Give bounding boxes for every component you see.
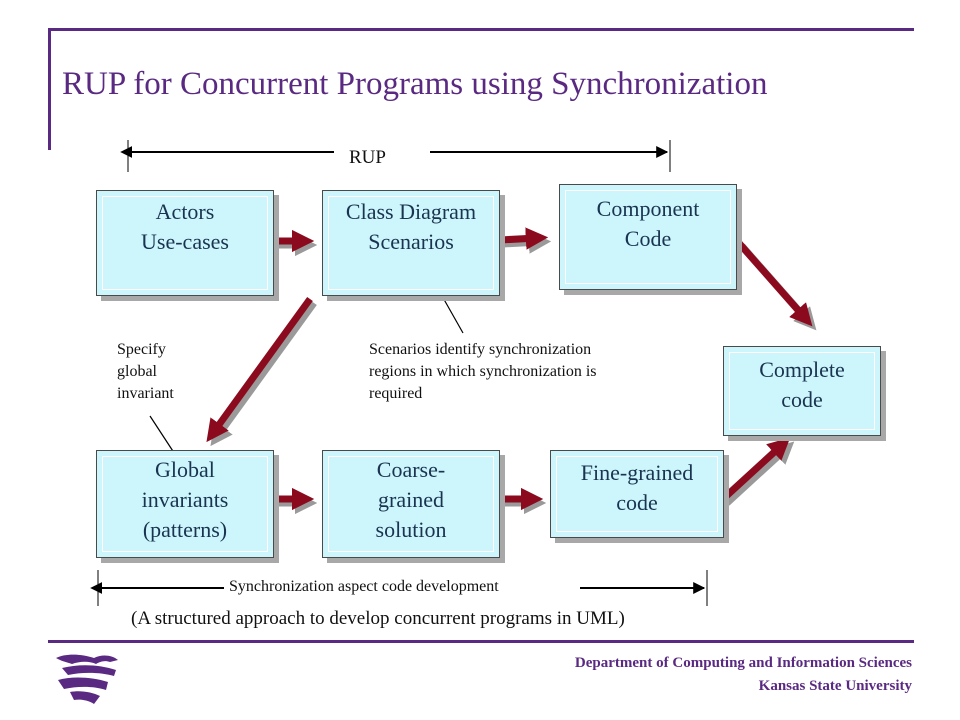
caption: (A structured approach to develop concur… [131,608,625,629]
component-box: Component Code [559,184,737,290]
complete-box: Complete code [723,346,881,436]
rup-label: RUP [349,147,386,168]
class-diagram-label: Class Diagram Scenarios [345,199,477,254]
top-decorative-line [48,28,914,31]
fine-grained-box: Fine-grained code [550,450,724,538]
global-invariants-box: Global invariants (patterns) [96,450,274,558]
slide-title: RUP for Concurrent Programs using Synchr… [62,66,768,102]
arrow-coarse-to-fine [501,487,547,515]
footer-university: Kansas State University [758,678,912,694]
footer-divider [48,640,914,643]
complete-label: Complete code [759,357,845,412]
scenarios-note: Scenarios identify synchronization regio… [369,341,597,402]
actors-box: Actors Use-cases [96,190,274,296]
arrow-class-to-component [499,227,552,254]
coarse-grained-label: Coarse- grained solution [375,457,447,542]
global-invariants-label: Global invariants (patterns) [141,457,229,542]
arrow-actors-to-class [275,229,318,257]
sync-aspect-label: Synchronization aspect code development [229,578,499,595]
arrow-global-to-coarse [275,487,318,515]
arrow-component-to-complete [735,239,817,331]
rup-span-arrow [120,140,671,172]
specify-global-invariant-note: Specify global invariant [117,341,174,402]
wildcat-logo [56,654,118,704]
actors-label: Actors Use-cases [141,199,229,254]
class-diagram-box: Class Diagram Scenarios [322,190,500,296]
sync-span-arrow [90,570,708,606]
left-decorative-line [48,28,51,150]
fine-grained-label: Fine-grained code [580,460,694,515]
footer-department: Department of Computing and Information … [574,655,912,671]
arrow-fine-to-complete [720,437,795,506]
arrow-class-to-global [206,296,317,447]
coarse-grained-box: Coarse- grained solution [322,450,500,558]
component-label: Component Code [596,196,700,251]
